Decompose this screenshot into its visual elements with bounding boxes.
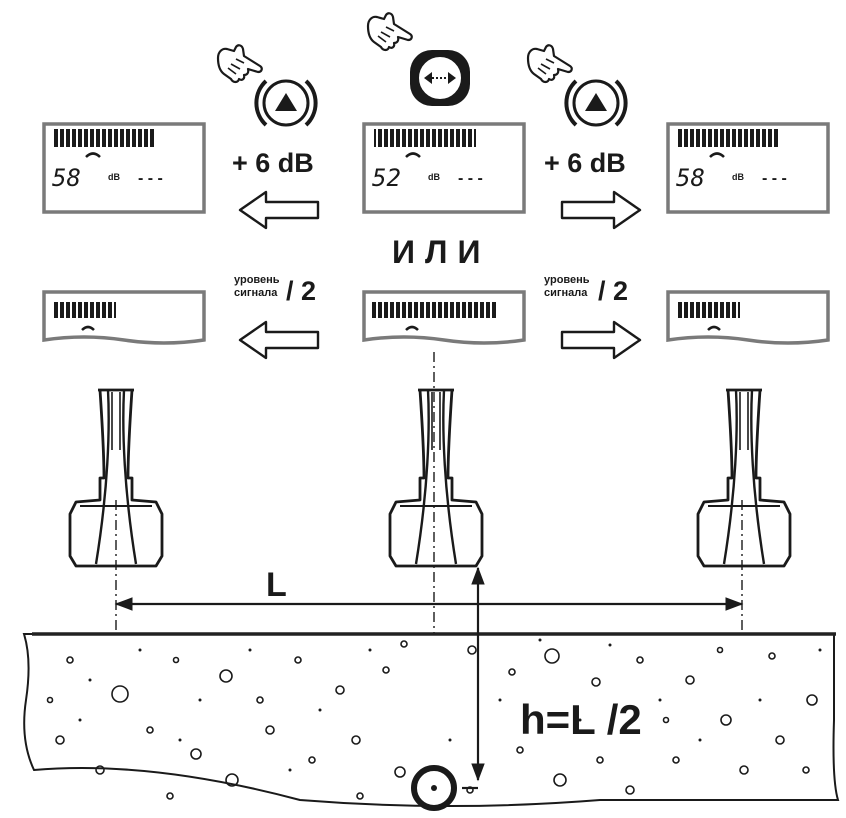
level-display-center <box>362 290 526 345</box>
display-right: 58 dB - - - <box>666 122 830 214</box>
gain-step-right-label: + 6 dB <box>544 148 626 178</box>
divider-text: ИЛИ <box>392 234 490 270</box>
arrow-right-icon <box>560 320 642 360</box>
level-half-right-line1: уровень <box>544 274 590 286</box>
level-half-left: уровень сигнала / 2 <box>234 274 316 306</box>
level-half-right-line2: сигнала <box>544 287 588 299</box>
display-center-value: 52 <box>372 164 401 192</box>
depth-formula: h=L /2 <box>520 696 642 743</box>
distance-label: L <box>266 566 287 604</box>
signal-bar <box>372 302 498 318</box>
display-left-unit: dB <box>108 172 120 182</box>
pipe-cross-section-icon <box>411 765 457 811</box>
hand-pointer-icon <box>526 44 573 84</box>
level-half-left-line1: уровень <box>234 274 280 286</box>
distance-dimension <box>114 597 744 611</box>
signal-bar <box>54 129 156 147</box>
arrow-left-icon <box>238 320 320 360</box>
signal-bar <box>374 129 476 147</box>
level-display-right <box>666 290 830 345</box>
display-center-unit: dB <box>428 172 440 182</box>
ground-cross-section <box>22 632 840 807</box>
signal-bar <box>678 129 780 147</box>
probe-center <box>388 388 484 568</box>
hand-pointer-icon <box>216 44 263 84</box>
hand-pointer-icon <box>366 12 413 52</box>
left-up-button-icon[interactable] <box>254 79 318 127</box>
level-half-left-line2: сигнала <box>234 287 278 299</box>
probe-left <box>68 388 164 568</box>
level-half-right: уровень сигнала / 2 <box>544 274 628 306</box>
center-arrows-button-icon[interactable] <box>410 50 470 106</box>
display-center-dashes: - - - <box>458 170 483 187</box>
display-left: 58 dB - - - <box>42 122 206 214</box>
level-half-right-suffix: / 2 <box>598 276 628 306</box>
depth-dimension <box>462 566 485 790</box>
arrow-right-icon <box>560 190 642 230</box>
display-center: 52 dB - - - <box>362 122 526 214</box>
display-right-dashes: - - - <box>762 170 787 187</box>
signal-bar <box>52 302 116 318</box>
display-right-value: 58 <box>676 164 705 192</box>
right-up-button-icon[interactable] <box>564 79 628 127</box>
display-left-dashes: - - - <box>138 170 163 187</box>
display-left-value: 58 <box>52 164 81 192</box>
gain-step-left-label: + 6 dB <box>232 148 314 178</box>
signal-bar <box>676 302 740 318</box>
arrow-left-icon <box>238 190 320 230</box>
display-right-unit: dB <box>732 172 744 182</box>
probe-right <box>696 388 792 568</box>
level-display-left <box>42 290 206 345</box>
level-half-left-suffix: / 2 <box>286 276 316 306</box>
